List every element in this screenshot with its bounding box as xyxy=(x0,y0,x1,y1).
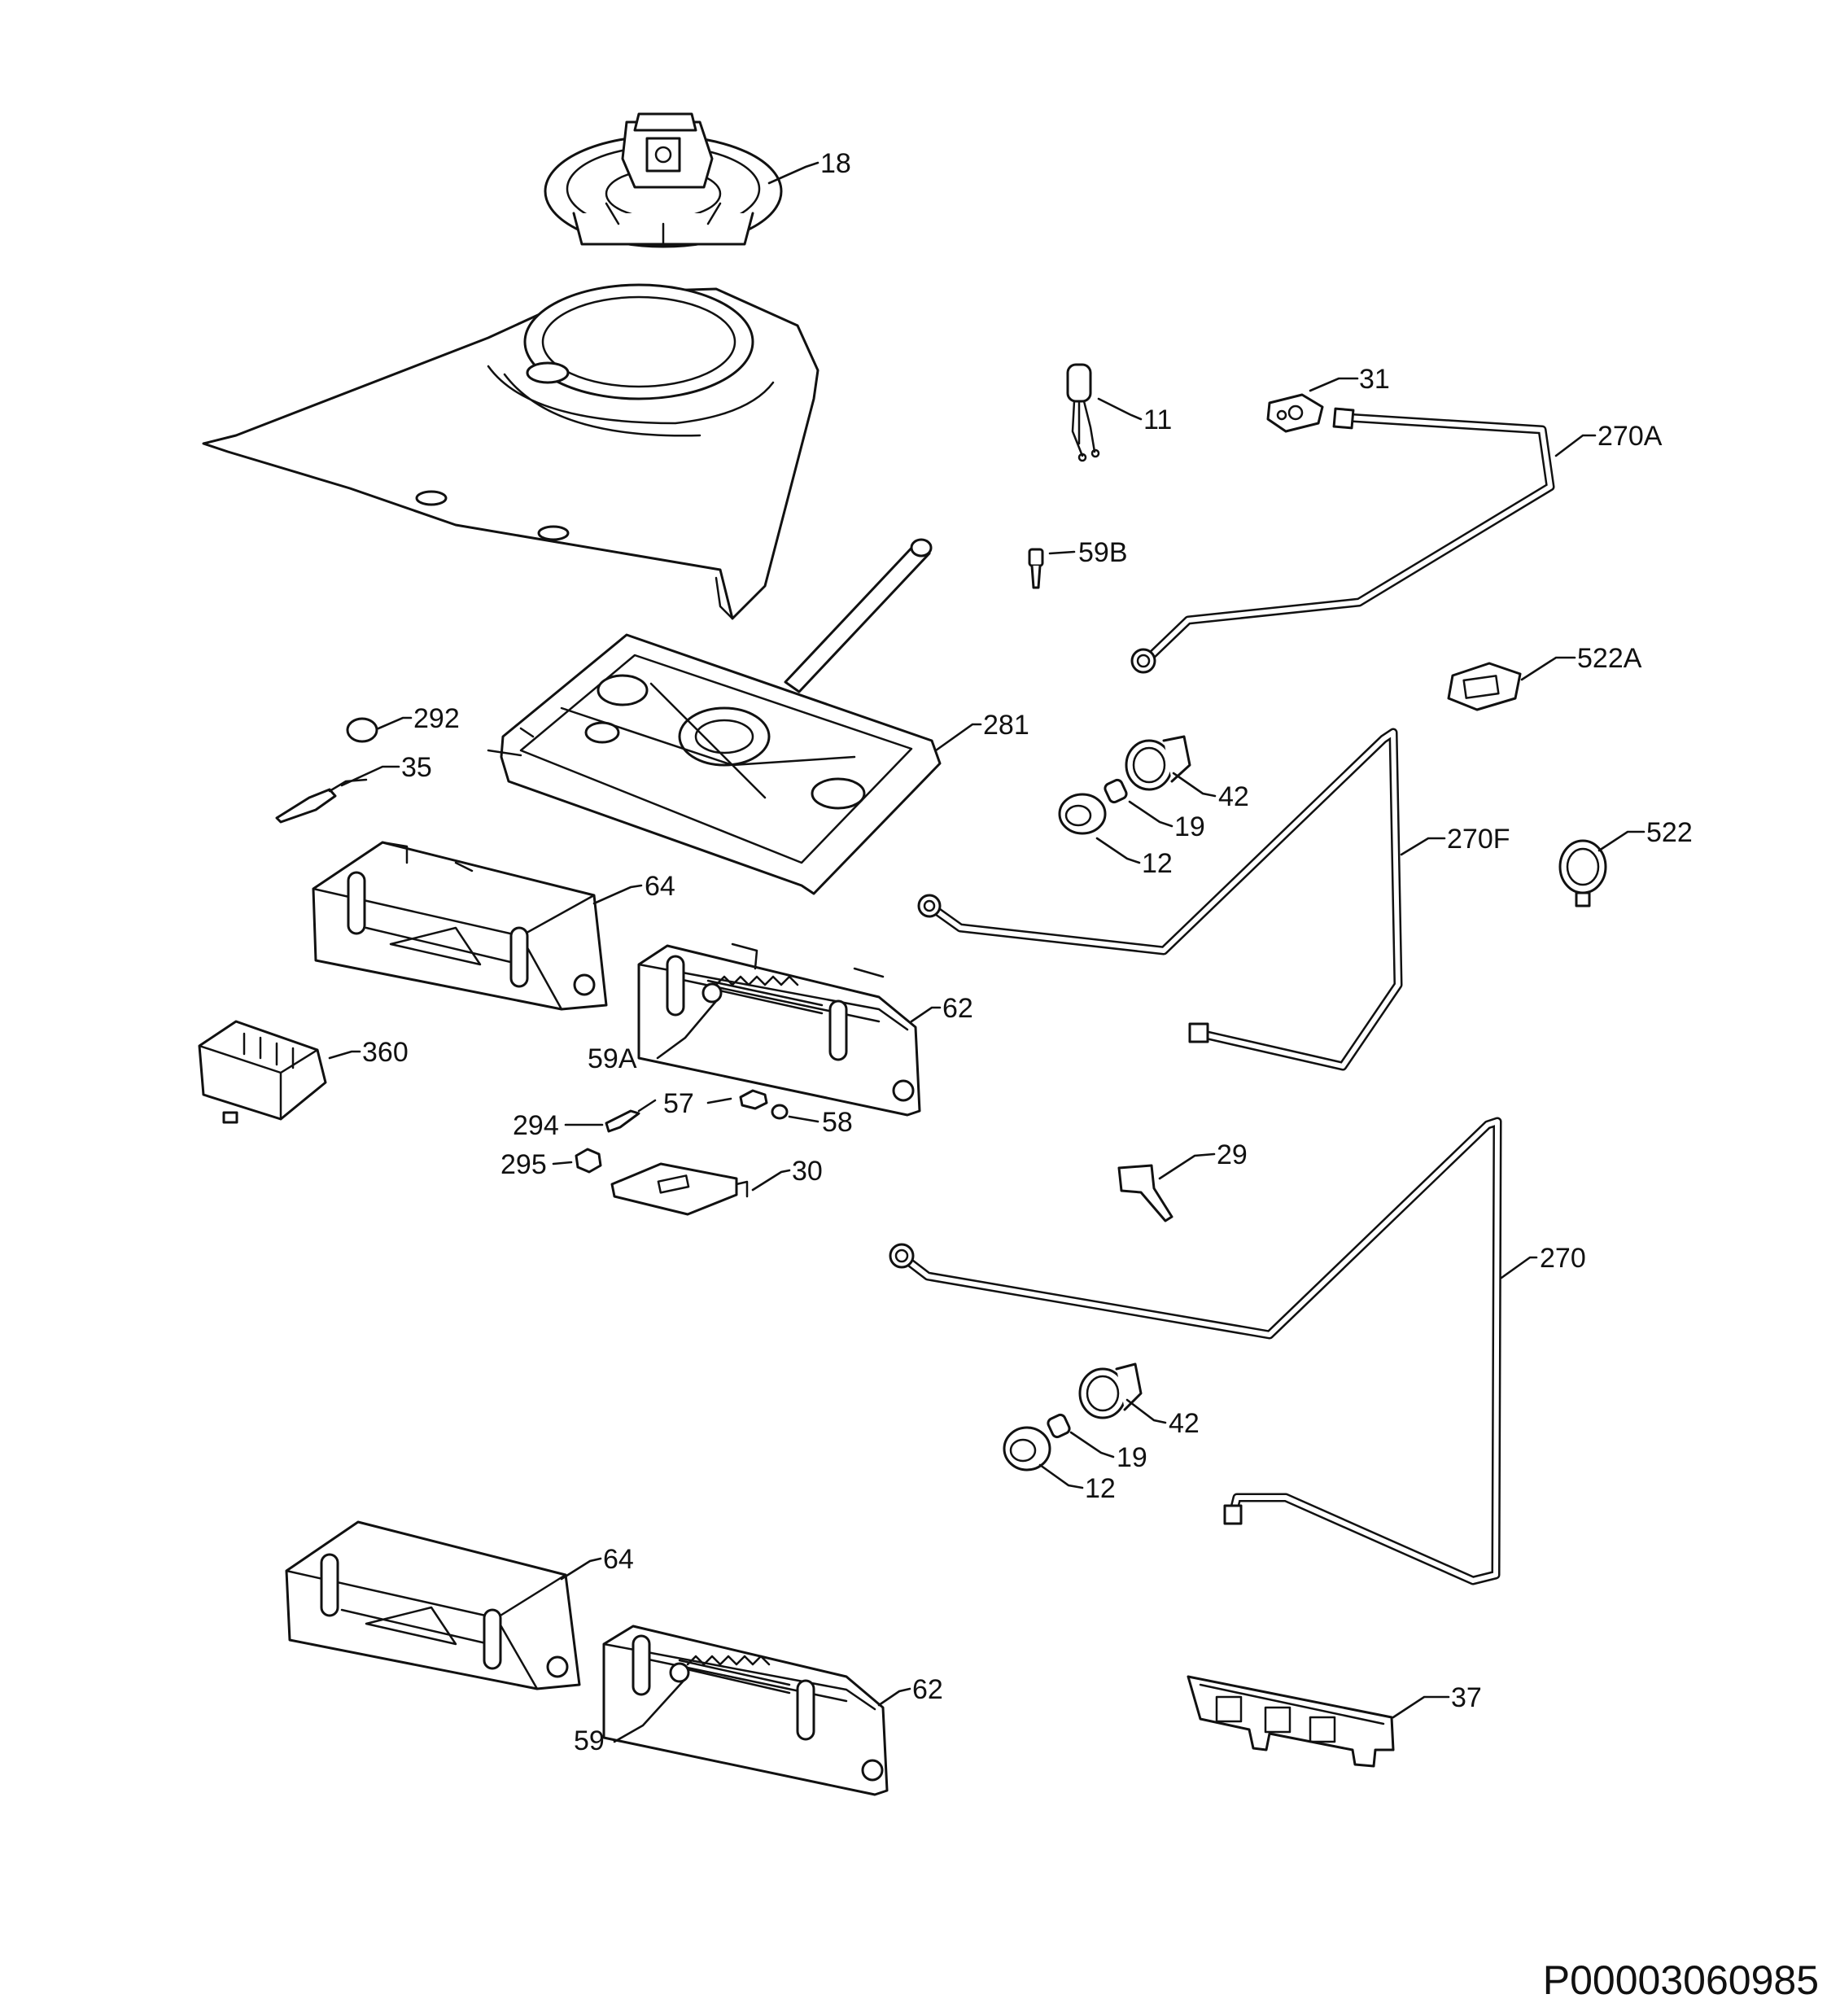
label-18: 18 xyxy=(820,148,851,179)
part-64-bracket-upper xyxy=(312,841,608,1011)
lamp-assembly-upper xyxy=(1058,735,1191,835)
label-19a: 19 xyxy=(1174,811,1205,842)
label-522: 522 xyxy=(1646,817,1693,848)
leader-59B xyxy=(1048,550,1076,555)
part-59B-screw xyxy=(1028,548,1044,589)
leader-12b xyxy=(1038,1463,1084,1489)
part-270F-gas-pipe xyxy=(917,728,1403,1071)
leader-62a xyxy=(910,1006,942,1023)
leader-281 xyxy=(934,723,982,752)
leader-64b xyxy=(560,1557,602,1581)
label-360: 360 xyxy=(362,1037,409,1068)
label-12a: 12 xyxy=(1142,848,1173,879)
part-37-panel xyxy=(1187,1675,1395,1768)
leader-59 xyxy=(613,1679,685,1743)
part-62-bracket-lower xyxy=(602,1625,889,1796)
label-35: 35 xyxy=(401,752,432,783)
leader-62b xyxy=(877,1687,911,1707)
leader-270A xyxy=(1554,434,1597,457)
part-64-bracket-lower xyxy=(285,1520,581,1690)
leader-59A xyxy=(656,999,718,1060)
label-57: 57 xyxy=(663,1088,694,1119)
part-62-bracket-upper xyxy=(637,942,921,1117)
part-29-deflector xyxy=(1117,1164,1173,1222)
label-29: 29 xyxy=(1217,1139,1248,1170)
label-64b: 64 xyxy=(603,1544,634,1575)
label-42b: 42 xyxy=(1169,1408,1200,1439)
leader-64a xyxy=(592,884,643,905)
part-58-ring xyxy=(771,1104,789,1120)
leader-lines xyxy=(328,161,1646,1743)
part-31-valve xyxy=(1266,393,1324,433)
part-360-switch xyxy=(198,1020,327,1124)
leader-18 xyxy=(767,161,819,185)
label-19b: 19 xyxy=(1117,1442,1147,1473)
leader-19a xyxy=(1128,800,1173,828)
leader-522 xyxy=(1597,830,1646,852)
leader-19b xyxy=(1069,1431,1115,1458)
label-292: 292 xyxy=(413,703,460,734)
part-30-bracket xyxy=(610,1162,749,1216)
label-59: 59 xyxy=(574,1725,605,1756)
callout-labels: 18 11 31 270A 59B 522A 292 35 281 42 19 … xyxy=(362,148,1693,1756)
label-12b: 12 xyxy=(1085,1473,1116,1504)
label-270F: 270F xyxy=(1447,824,1510,855)
label-294: 294 xyxy=(513,1110,559,1141)
leader-42b xyxy=(1125,1398,1167,1424)
label-37: 37 xyxy=(1451,1682,1482,1713)
part-57-gasket xyxy=(739,1089,768,1110)
leader-12a xyxy=(1095,837,1141,864)
label-295: 295 xyxy=(500,1149,547,1180)
part-281-burner-plate xyxy=(487,538,942,895)
label-281: 281 xyxy=(983,710,1029,741)
part-270A-gas-pipe xyxy=(1130,407,1555,674)
part-18-fan-motor xyxy=(544,112,783,248)
leader-292 xyxy=(377,716,413,730)
label-59B: 59B xyxy=(1078,537,1128,568)
label-270A: 270A xyxy=(1597,421,1663,452)
lamp-assembly-lower xyxy=(1003,1362,1143,1472)
label-31: 31 xyxy=(1359,364,1390,395)
leader-295 xyxy=(552,1161,573,1165)
fan-cover-plate xyxy=(202,283,819,620)
leader-58 xyxy=(788,1115,819,1123)
part-35-thermocouple xyxy=(275,778,368,824)
leader-360 xyxy=(328,1050,361,1060)
part-11-capacitor xyxy=(1066,363,1100,462)
part-295-nut xyxy=(575,1148,602,1174)
leader-37 xyxy=(1392,1695,1450,1719)
label-62a: 62 xyxy=(942,993,973,1024)
leader-29 xyxy=(1158,1152,1216,1180)
leader-30 xyxy=(751,1169,791,1192)
label-522A: 522A xyxy=(1577,643,1642,674)
leader-42a xyxy=(1172,772,1217,798)
label-59A: 59A xyxy=(588,1043,637,1074)
label-11: 11 xyxy=(1143,405,1172,435)
leader-57 xyxy=(706,1097,732,1104)
label-42a: 42 xyxy=(1218,781,1249,812)
part-522-clamp xyxy=(1558,839,1607,907)
leader-522A xyxy=(1520,656,1576,681)
drawing-code: P00003060985 xyxy=(1543,1957,1819,2003)
label-58: 58 xyxy=(822,1107,853,1138)
leader-31 xyxy=(1309,377,1359,392)
label-30: 30 xyxy=(792,1156,823,1187)
label-270: 270 xyxy=(1540,1243,1586,1274)
label-64a: 64 xyxy=(645,871,675,902)
leader-35 xyxy=(340,765,400,787)
part-270-gas-pipe xyxy=(889,1117,1502,1585)
label-62b: 62 xyxy=(912,1674,943,1705)
part-292-cap xyxy=(346,717,378,743)
part-294-electrode xyxy=(605,1099,657,1133)
leader-11 xyxy=(1097,397,1143,421)
part-522A-clip xyxy=(1447,662,1522,711)
leader-270 xyxy=(1500,1256,1538,1279)
leader-270F xyxy=(1400,837,1446,856)
